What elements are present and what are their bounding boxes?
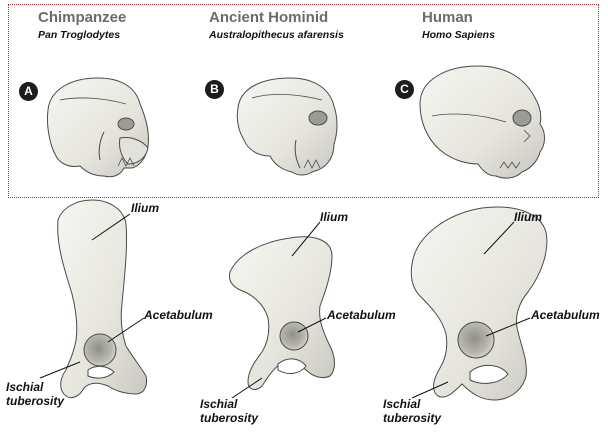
human-skull-illustration [420, 66, 545, 178]
chimpanzee-acetabulum-label: Acetabulum [144, 309, 213, 323]
badge-b: B [205, 80, 224, 99]
hominid-ischial-tuberosity-label: Ischial tuberosity [200, 398, 258, 426]
badge-a: A [19, 82, 38, 101]
ischial-line-1: Ischial [6, 380, 43, 394]
badge-c: C [395, 80, 414, 99]
human-ilium-label: Ilium [514, 211, 542, 225]
chimpanzee-ischial-tuberosity-label: Ischial tuberosity [6, 381, 64, 409]
ischial-line-1: Ischial [200, 397, 237, 411]
chimpanzee-ilium-label: Ilium [131, 202, 159, 216]
human-ischial-tuberosity-label: Ischial tuberosity [383, 398, 441, 426]
ischial-line-2: tuberosity [200, 411, 258, 425]
hominid-ilium-label: Ilium [320, 211, 348, 225]
ancient-hominid-pelvis-illustration [229, 237, 334, 390]
chimpanzee-pelvis-illustration [58, 200, 147, 398]
ischial-line-1: Ischial [383, 397, 420, 411]
human-acetabulum-label: Acetabulum [531, 309, 600, 323]
ancient-hominid-skull-illustration [237, 78, 337, 175]
ischial-line-2: tuberosity [6, 394, 64, 408]
ischial-line-2: tuberosity [383, 411, 441, 425]
hominid-acetabulum-label: Acetabulum [327, 309, 396, 323]
human-pelvis-illustration [411, 207, 547, 400]
chimpanzee-skull-illustration [47, 78, 148, 177]
